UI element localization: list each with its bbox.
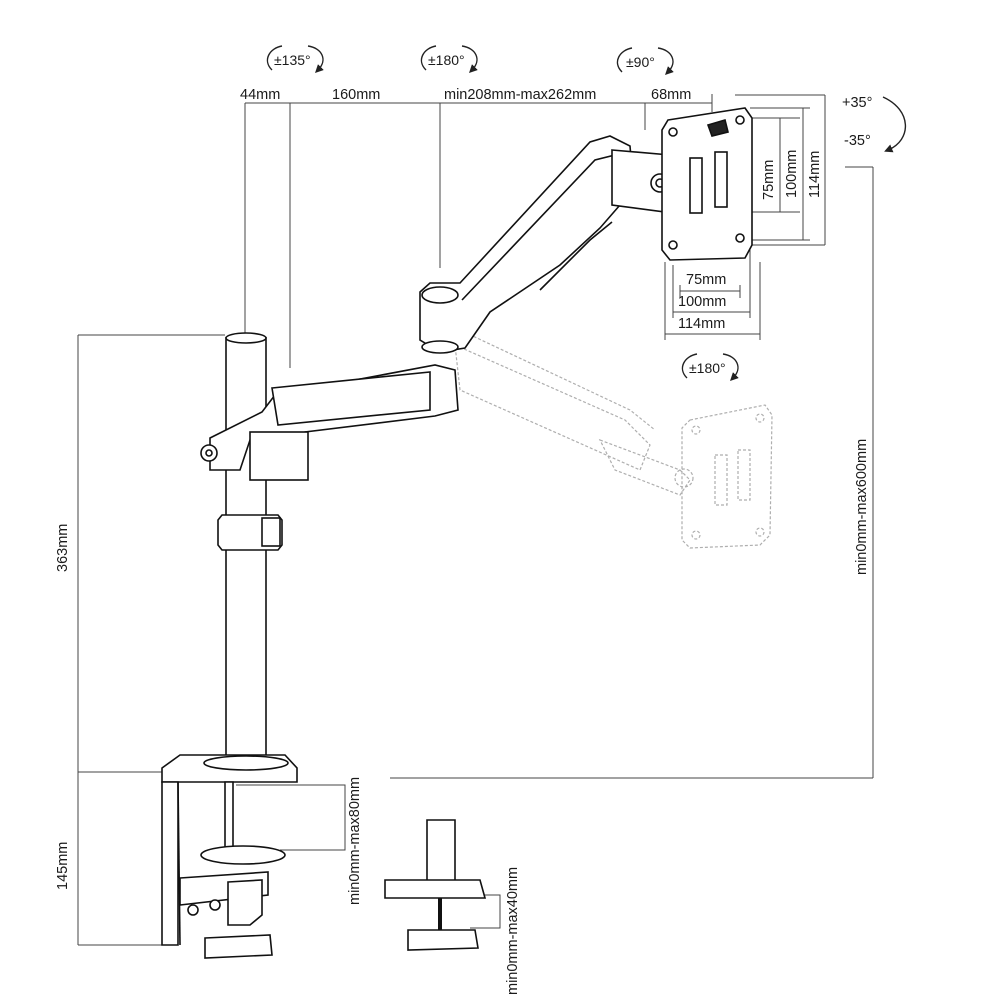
dimension-lines	[77, 94, 874, 946]
desk-clamp	[161, 754, 298, 959]
tilt-label: ±90°	[626, 54, 655, 70]
tilt-up-label: +35°	[842, 95, 873, 111]
vesa-h-114-label: 114mm	[678, 316, 726, 332]
lower-arm	[200, 364, 459, 481]
dim-68-label: 68mm	[651, 87, 692, 103]
arm-swivel-indicator: ±180°	[416, 42, 482, 78]
vesa-h-75-label: 75mm	[686, 272, 727, 288]
tilt-indicator: ±90°	[612, 44, 678, 80]
upper-arm	[419, 135, 633, 354]
vesa-v-114-label: 114mm	[807, 150, 823, 198]
vesa-h-100-label: 100mm	[678, 294, 727, 310]
vesa-head	[611, 107, 753, 261]
tilt-down-label: -35°	[844, 133, 871, 149]
tilt-arc	[882, 96, 907, 153]
ghost-arm-position	[454, 329, 773, 549]
pole-swivel-label: ±135°	[274, 52, 311, 68]
dim-44-label: 44mm	[240, 87, 281, 103]
height-363-label: 363mm	[55, 523, 71, 572]
grommet-detail	[384, 819, 487, 951]
height-range-label: min0mm-max600mm	[854, 438, 870, 575]
rotate-label: ±180°	[689, 360, 726, 376]
arm-reach-label: min208mm-max262mm	[444, 87, 597, 103]
arm-swivel-label: ±180°	[428, 52, 465, 68]
grommet-range-label: min0mm-max40mm	[505, 866, 521, 995]
vesa-v-75-label: 75mm	[761, 159, 777, 200]
vesa-v-100-label: 100mm	[784, 149, 800, 198]
height-145-label: 145mm	[55, 841, 71, 890]
rotate-indicator: ±180°	[677, 350, 743, 386]
dim-160-label: 160mm	[332, 87, 381, 103]
clamp-range-label: min0mm-max80mm	[347, 776, 363, 905]
pole	[217, 332, 283, 771]
pole-swivel-indicator: ±135°	[262, 42, 328, 78]
